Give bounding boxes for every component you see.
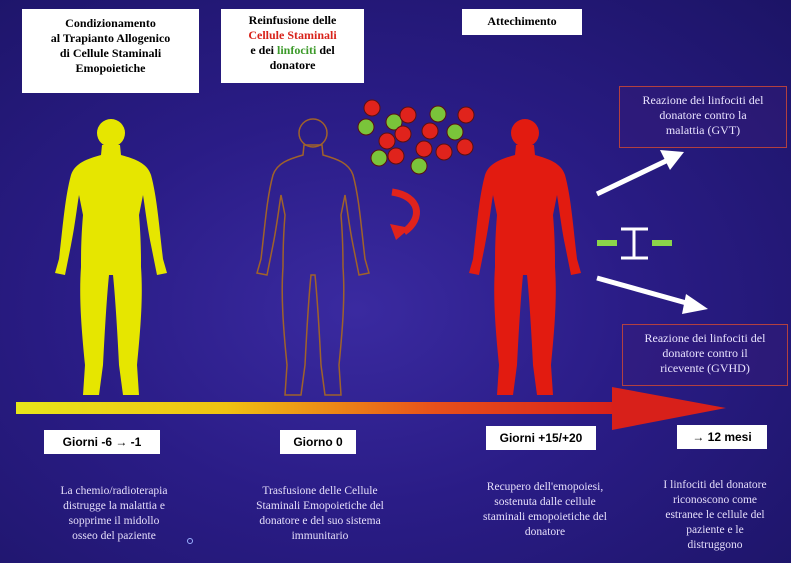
reinfusion-and: e dei [250, 43, 277, 57]
reinfusion-stem-cells-label: Cellule Staminali [227, 28, 358, 43]
conditioning-line-4: Emopoietiche [28, 61, 193, 76]
infusion-arrow [390, 192, 417, 240]
arrow-to-gvhd [597, 278, 708, 314]
description-recovery-line: Recupero dell'emopoiesi, [452, 480, 638, 495]
gvt-box: Reazione dei linfociti del donatore cont… [619, 86, 787, 148]
description-transfusion-line: immunitario [230, 529, 410, 544]
stem-cells-and-lymphocytes [358, 100, 474, 174]
description-recovery-line: staminali emopoietiche del [452, 510, 638, 525]
description-recovery: Recupero dell'emopoiesi, sostenuta dalle… [452, 480, 638, 540]
description-lymphocytes-line: distruggono [640, 538, 790, 553]
engraftment-label: Attechimento [468, 14, 576, 29]
gvhd-line-3: ricevente (GVHD) [629, 361, 781, 376]
gvhd-line-1: Reazione dei linfociti del [629, 331, 781, 346]
description-transfusion-line: donatore e del suo sistema [230, 514, 410, 529]
description-conditioning-line: La chemio/radioterapia [30, 484, 198, 499]
conditioning-line-3: di Cellule Staminali [28, 46, 193, 61]
reinfusion-line-3: e dei linfociti del [227, 43, 358, 58]
patient-figure-outline [257, 119, 369, 395]
description-transfusion-line: Staminali Emopoietiche del [230, 499, 410, 514]
description-lymphocytes-line: riconoscono come [640, 493, 790, 508]
reinfusion-of: del [316, 43, 334, 57]
gvt-line-3: malattia (GVT) [626, 123, 780, 138]
gvt-line-1: Reazione dei linfociti del [626, 93, 780, 108]
patient-figure-conditioning [55, 119, 167, 395]
reinfusion-line-1: Reinfusione delle [227, 13, 358, 28]
description-recovery-line: sostenuta dalle cellule [452, 495, 638, 510]
description-conditioning-line: distrugge la malattia e [30, 499, 198, 514]
description-lymphocytes-line: estranee le cellule del [640, 508, 790, 523]
gvhd-box: Reazione dei linfociti del donatore cont… [622, 324, 788, 386]
description-transfusion: Trasfusione delle Cellule Staminali Emop… [230, 484, 410, 544]
gvhd-line-2: donatore contro il [629, 346, 781, 361]
balance-symbol [597, 229, 672, 258]
timeline-label-12-months: → 12 mesi [677, 425, 767, 449]
timeline-arrow [16, 387, 726, 430]
engraftment-box: Attechimento [462, 9, 582, 35]
timeline-label-day-0: Giorno 0 [280, 430, 356, 454]
timeline-label-days-15-20: Giorni +15/+20 [486, 426, 596, 450]
description-conditioning: La chemio/radioterapia distrugge la mala… [30, 484, 198, 544]
description-lymphocytes-line: I linfociti del donatore [640, 478, 790, 493]
description-lymphocytes: I linfociti del donatore riconoscono com… [640, 478, 790, 553]
gvt-line-2: donatore contro la [626, 108, 780, 123]
description-transfusion-line: Trasfusione delle Cellule [230, 484, 410, 499]
description-recovery-line: donatore [452, 525, 638, 540]
description-conditioning-line: sopprime il midollo [30, 514, 198, 529]
arrow-to-gvt [597, 150, 684, 194]
description-lymphocytes-line: paziente e le [640, 523, 790, 538]
reinfusion-box: Reinfusione delle Cellule Staminali e de… [221, 9, 364, 83]
reinfusion-lymphocytes-label: linfociti [277, 43, 316, 57]
timeline-label-days-minus6-minus1: Giorni -6 → -1 [44, 430, 160, 454]
reinfusion-line-4: donatore [227, 58, 358, 73]
conditioning-line-1: Condizionamento [28, 16, 193, 31]
description-conditioning-line: osseo del paziente [30, 529, 198, 544]
patient-figure-engrafted [469, 119, 581, 395]
conditioning-box: Condizionamento al Trapianto Allogenico … [22, 9, 199, 93]
conditioning-line-2: al Trapianto Allogenico [28, 31, 193, 46]
